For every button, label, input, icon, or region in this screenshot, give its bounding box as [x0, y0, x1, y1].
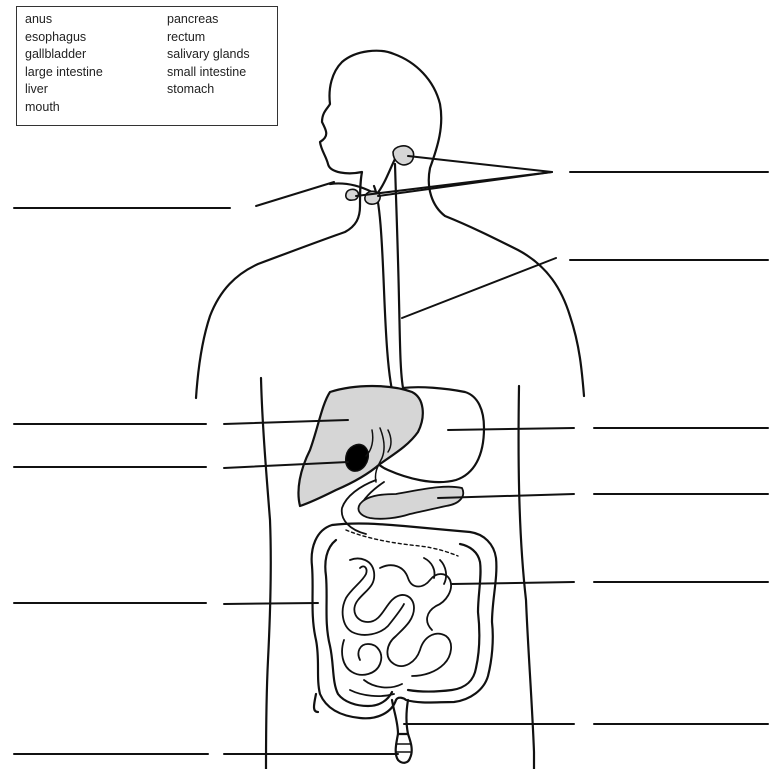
- small-intestine-coil: [380, 565, 451, 630]
- small-intestine-coil: [342, 640, 381, 675]
- sublingual-gland: [346, 189, 359, 200]
- pancreas: [358, 487, 463, 519]
- leader-line-mouth: [256, 182, 334, 206]
- sigmoid-colon: [314, 694, 408, 734]
- large-intestine: [312, 523, 497, 718]
- leader-line-esophagus: [402, 258, 556, 318]
- leader-line-large-intestine: [224, 603, 318, 604]
- leader-line-small-intestine: [452, 582, 574, 584]
- small-intestine: [342, 558, 451, 696]
- leader-line-salivary: [356, 172, 552, 196]
- rectum: [396, 734, 412, 763]
